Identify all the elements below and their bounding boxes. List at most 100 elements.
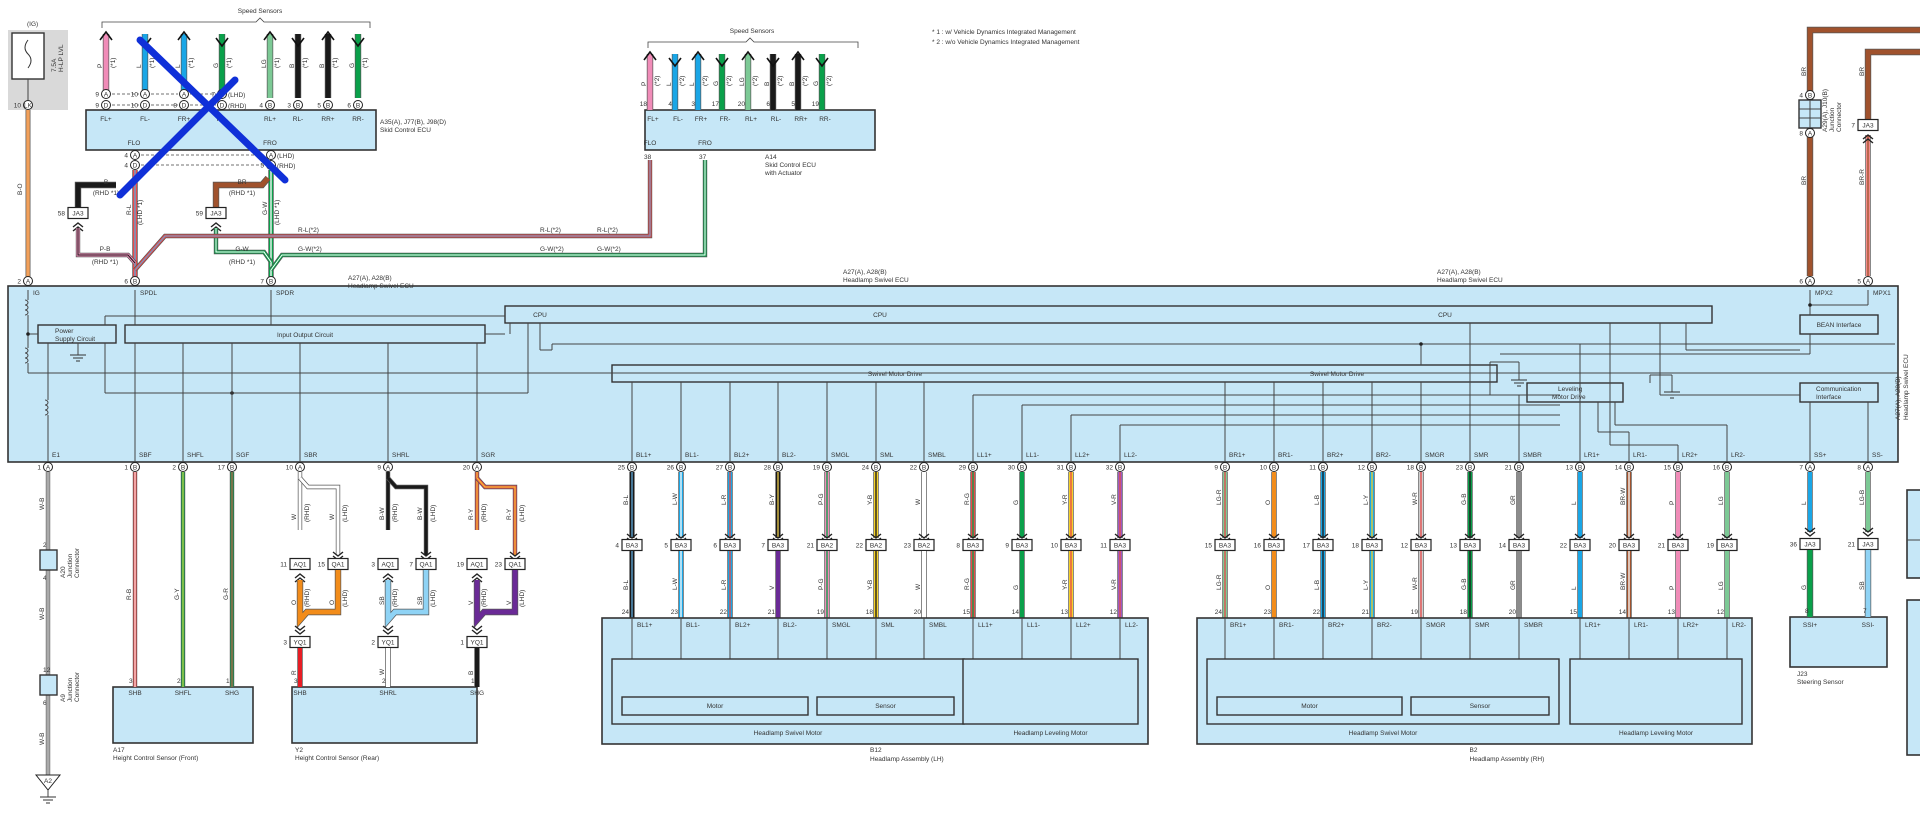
pin-lhd: A9	[95, 89, 111, 99]
pin-number: 6	[1799, 278, 1803, 285]
arrow-down-icon	[351, 37, 365, 48]
connector-label: BA3	[1317, 543, 1330, 550]
wire-color-label: V	[769, 585, 776, 590]
pin-letter: B	[1419, 464, 1423, 471]
terminal-label: SHB	[128, 690, 141, 697]
arrow-up-icon	[177, 30, 191, 41]
wire-note: (LHD)	[342, 590, 349, 607]
leveling-motor-drive	[1526, 382, 1624, 403]
pin-circle	[1673, 462, 1683, 472]
wire-color-label: V-R	[1111, 579, 1118, 590]
junction-label: Connector	[74, 547, 81, 578]
connector-label: BA3	[1623, 543, 1636, 550]
chevron	[332, 551, 344, 557]
wire-color-label: R-Y	[468, 508, 475, 520]
pin-number: 26	[667, 464, 675, 471]
connector-arrow-icon	[210, 222, 222, 232]
pin-circle	[383, 462, 393, 472]
wire-color-label: B-L	[623, 495, 630, 506]
pin-letter: B	[1321, 464, 1325, 471]
connector-label: BA3	[1415, 543, 1428, 550]
wire-note: (LHD)	[430, 590, 437, 607]
wire-note: (RHD)	[304, 589, 311, 607]
chevron	[1464, 533, 1476, 539]
wire-color-label: G-R	[223, 588, 230, 600]
wire-color-label: LG	[1718, 581, 1725, 590]
ecu-terminal-label: SMBL	[928, 452, 946, 459]
footnote-2: * 2 : w/o Vehicle Dynamics Integrated Ma…	[932, 39, 1080, 46]
pin-number: 17	[712, 101, 720, 108]
ecu-bottom-pin: B31	[1057, 462, 1076, 472]
ecu-name: A27(A), A28(B)	[843, 269, 887, 276]
leveling-motor-label: Headlamp Leveling Motor	[1619, 730, 1694, 737]
pin-circle	[130, 160, 140, 170]
swivel-label: Swivel Motor Drive	[1310, 371, 1365, 378]
junction-connector-a9	[39, 674, 58, 696]
pin-letter: A	[182, 91, 187, 98]
chevron	[1065, 533, 1077, 539]
chevron	[772, 533, 784, 539]
wire-label-g-w: G-W	[235, 246, 249, 253]
ecu-bottom-pin: B2	[172, 462, 188, 472]
pin-letter: B	[1272, 464, 1276, 471]
terminal-label: FL-	[140, 116, 150, 123]
terminal-label: LR2+	[1683, 622, 1699, 629]
ecu-terminal-label: BR2-	[1376, 452, 1391, 459]
wire-note: (RHD)	[481, 589, 488, 607]
ecu-bottom-pin: B9	[1214, 462, 1230, 472]
wire-color-label: G-B	[1461, 578, 1468, 590]
connector-label: AQ1	[293, 562, 306, 569]
ecu-terminal-label: SHFL	[187, 452, 204, 459]
pin-letter: B	[1118, 464, 1122, 471]
pin-number: 18	[866, 609, 874, 616]
annotation-x-stroke	[116, 76, 239, 199]
junction-pin: 6	[43, 700, 47, 707]
pin-number: 21	[768, 609, 776, 616]
wire-color-label: L-W	[672, 492, 679, 505]
terminal-label: LR2-	[1732, 622, 1746, 629]
pin-number: 15	[1570, 609, 1578, 616]
ecu-bottom-pin: B27	[716, 462, 735, 472]
connector-label: BA3	[1114, 543, 1127, 550]
arrow-down-icon	[715, 57, 729, 68]
wire-note-label: (*1)	[302, 58, 309, 68]
wire-body	[269, 160, 707, 271]
ecu-desc: Headlamp Swivel ECU	[843, 277, 909, 284]
wire-label-r-l-2: R-L(*2)	[597, 227, 618, 234]
chevron	[382, 573, 394, 579]
pin-number: 10	[1260, 464, 1268, 471]
pin-circle	[130, 276, 140, 286]
wire-color-label: V-R	[1111, 494, 1118, 505]
connector-label: AQ1	[470, 562, 483, 569]
sensor-label: Sensor	[875, 703, 896, 710]
pin-number: 19	[1411, 609, 1419, 616]
pin-fro-lhd: A	[266, 150, 276, 160]
connector-arrow-icon	[294, 625, 306, 635]
terminal-label: LL2+	[1076, 622, 1091, 629]
pin-circle	[472, 462, 482, 472]
power-label2: Supply Circuit	[55, 336, 95, 343]
pin-letter: B	[825, 464, 829, 471]
terminal-label: RR-	[819, 116, 831, 123]
arrow-up-icon	[643, 50, 657, 61]
wire-color-label: LG-B	[1859, 490, 1866, 505]
ecu-terminal-label: SMBR	[1523, 452, 1542, 459]
pin-letter: B	[728, 464, 732, 471]
connector-pin: 3	[283, 640, 287, 647]
wire-g-w-rhd	[213, 228, 273, 264]
ecu-terminal-label: SGR	[481, 452, 495, 459]
pin-circle	[1367, 462, 1377, 472]
pin-number: 12	[1717, 609, 1725, 616]
ecu-bottom-pin: B25	[618, 462, 637, 472]
fuse-icon	[24, 39, 32, 69]
chevron	[870, 533, 882, 539]
